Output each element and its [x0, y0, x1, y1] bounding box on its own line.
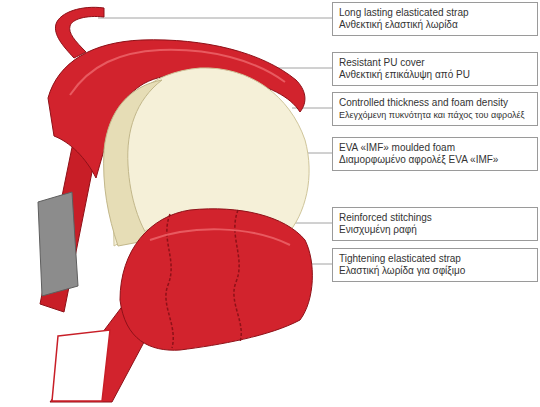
- label-english: Reinforced stitchings: [339, 212, 531, 224]
- callout-box: Tightening elasticated strapΕλαστική λωρ…: [332, 248, 538, 282]
- label-english: Resistant PU cover: [339, 57, 531, 69]
- label-greek: Ελεγχόμενη πυκνότητα και πάχος του αφρολ…: [339, 109, 531, 121]
- label-greek: Ενισχυμένη ραφή: [339, 224, 531, 236]
- label-greek: Διαμορφωμένο αφρολέξ EVA «IMF»: [339, 154, 531, 166]
- label-english: Long lasting elasticated strap: [339, 7, 531, 19]
- label-greek: Ανθεκτική επικάλυψη από PU: [339, 69, 531, 81]
- label-english: Tightening elasticated strap: [339, 253, 531, 265]
- callout-box: Long lasting elasticated strapΑνθεκτική …: [332, 2, 538, 36]
- callout-box: Reinforced stitchingsΕνισχυμένη ραφή: [332, 207, 538, 241]
- bottom-cup: [120, 209, 312, 350]
- label-english: Controlled thickness and foam density: [339, 97, 531, 109]
- callout-box: EVA «IMF» moulded foamΔιαμορφωμένο αφρολ…: [332, 137, 538, 171]
- leader-line: [98, 18, 332, 19]
- callout-box: Controlled thickness and foam densityΕλε…: [332, 92, 538, 126]
- foam-edge: [104, 80, 162, 246]
- callout-box: Resistant PU coverΑνθεκτική επικάλυψη απ…: [332, 52, 538, 86]
- label-english: EVA «IMF» moulded foam: [339, 142, 531, 154]
- cup-highlight: [150, 229, 290, 245]
- label-greek: Ελαστική λωρίδα για σφίξιμο: [339, 265, 531, 277]
- strap-label: [52, 330, 110, 401]
- label-greek: Ανθεκτική ελαστική λωρίδα: [339, 19, 531, 31]
- insert-plate: [38, 192, 78, 296]
